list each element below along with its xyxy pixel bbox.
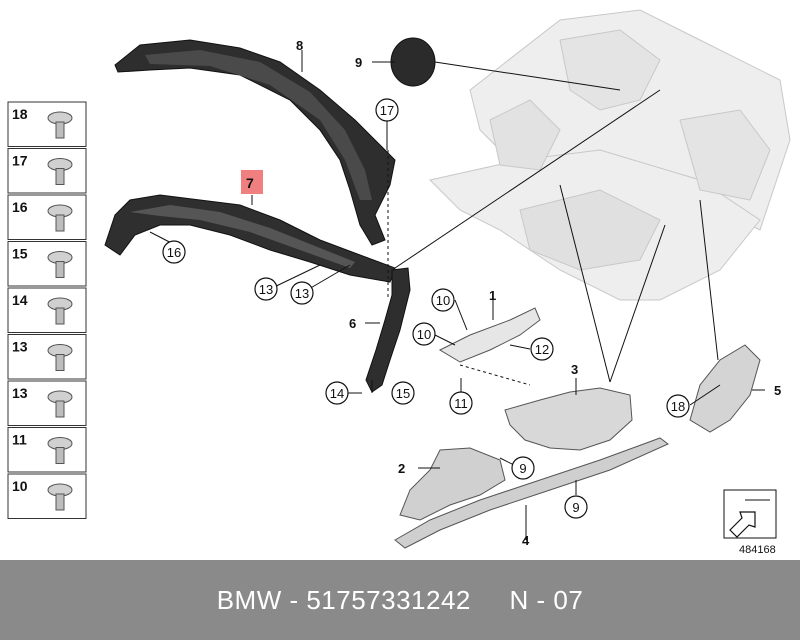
vehicle-body-structure bbox=[429, 9, 791, 301]
flange-nut-icon bbox=[47, 344, 73, 371]
leader-lines bbox=[149, 50, 765, 540]
side-part-number: 17 bbox=[12, 153, 28, 169]
callout-16[interactable]: 16 bbox=[167, 245, 181, 260]
part-9-cap[interactable] bbox=[390, 37, 436, 87]
collar-nut-icon bbox=[47, 437, 73, 464]
side-part-number: 16 bbox=[12, 199, 28, 215]
part-2-duct[interactable] bbox=[399, 447, 506, 521]
self-tapping-screw-icon bbox=[47, 390, 73, 418]
part-4-trim[interactable] bbox=[394, 437, 669, 549]
side-part-number: 10 bbox=[12, 478, 28, 494]
rivet-icon bbox=[47, 297, 73, 325]
part-7-lower-member[interactable] bbox=[104, 194, 396, 283]
side-parts-panel: 18 17 16 15 14 13 13 11 10 bbox=[7, 101, 87, 519]
callout-part-7-highlight bbox=[241, 170, 263, 194]
callout-9c[interactable]: 9 bbox=[572, 500, 579, 515]
callout-part-7[interactable]: 7 bbox=[246, 175, 254, 191]
callout-15[interactable]: 15 bbox=[396, 386, 410, 401]
side-part-number: 14 bbox=[12, 292, 28, 308]
callout-13b[interactable]: 13 bbox=[295, 286, 309, 301]
part-3-shield[interactable] bbox=[504, 387, 633, 451]
callout-part-6[interactable]: 6 bbox=[349, 316, 356, 331]
reference-number: 484168 bbox=[739, 544, 776, 556]
side-part-row[interactable]: 17 bbox=[7, 148, 87, 194]
expanding-nut-icon bbox=[47, 251, 73, 278]
side-part-row[interactable]: 16 bbox=[7, 194, 87, 240]
part-6-vertical-member[interactable] bbox=[365, 267, 411, 393]
callout-part-8[interactable]: 8 bbox=[296, 38, 303, 53]
side-part-row[interactable]: 18 bbox=[7, 101, 87, 147]
callout-10a[interactable]: 10 bbox=[436, 293, 450, 308]
callout-18[interactable]: 18 bbox=[671, 399, 685, 414]
side-part-row[interactable]: 15 bbox=[7, 241, 87, 287]
callout-13a[interactable]: 13 bbox=[259, 282, 273, 297]
callout-part-2[interactable]: 2 bbox=[398, 461, 405, 476]
side-part-row[interactable]: 14 bbox=[7, 287, 87, 333]
callout-9b[interactable]: 9 bbox=[519, 461, 526, 476]
side-part-number: 13 bbox=[12, 339, 28, 355]
part-5-bracket[interactable] bbox=[689, 344, 761, 433]
hex-nut-icon bbox=[47, 158, 73, 185]
part-1-bracket[interactable] bbox=[438, 307, 541, 363]
side-part-number: 11 bbox=[12, 432, 27, 448]
callout-part-3[interactable]: 3 bbox=[571, 362, 578, 377]
clip-nut-icon bbox=[47, 483, 73, 511]
side-part-row[interactable]: 13 bbox=[7, 334, 87, 380]
side-part-number: 13 bbox=[12, 385, 28, 401]
side-part-number: 18 bbox=[12, 106, 28, 122]
callout-12[interactable]: 12 bbox=[535, 342, 549, 357]
callout-10b[interactable]: 10 bbox=[417, 327, 431, 342]
side-part-number: 15 bbox=[12, 246, 28, 262]
callout-11[interactable]: 11 bbox=[454, 396, 468, 411]
screw-icon bbox=[47, 204, 73, 232]
clip-icon bbox=[47, 111, 73, 139]
callout-14[interactable]: 14 bbox=[330, 386, 344, 401]
circled-callouts bbox=[162, 98, 690, 519]
reference-box bbox=[723, 489, 777, 539]
side-part-row[interactable]: 13 bbox=[7, 380, 87, 426]
side-part-row[interactable]: 11 bbox=[7, 427, 87, 473]
callout-part-4[interactable]: 4 bbox=[522, 533, 530, 548]
callout-17[interactable]: 17 bbox=[380, 103, 394, 118]
callout-part-5[interactable]: 5 bbox=[774, 383, 781, 398]
callout-part-9[interactable]: 9 bbox=[355, 55, 362, 70]
side-part-row[interactable]: 10 bbox=[7, 473, 87, 519]
footer-bar: BMW - 51757331242 N - 07 bbox=[0, 560, 800, 640]
footer-part-number: BMW - 51757331242 N - 07 bbox=[216, 584, 584, 615]
arrow-icon bbox=[729, 511, 756, 538]
callout-part-1[interactable]: 1 bbox=[489, 288, 496, 303]
